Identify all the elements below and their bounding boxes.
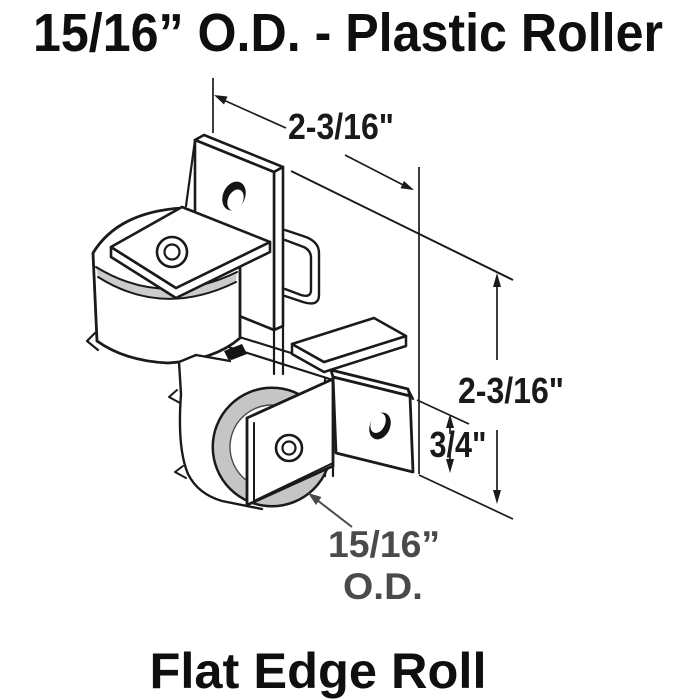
arrowhead <box>214 95 228 105</box>
roller-od-label-line2: O.D. <box>343 566 423 607</box>
shadow-wedge <box>224 344 247 361</box>
arrowhead <box>493 273 501 287</box>
page-title: 15/16” O.D. - Plastic Roller <box>33 3 663 63</box>
top-roller-tire-shading <box>96 267 237 299</box>
bottom-bracket-screw-hole <box>369 412 391 440</box>
top-bracket-screw-hole <box>222 181 246 211</box>
back-plate-top-edge <box>290 170 514 281</box>
arrowhead <box>446 414 454 428</box>
dimension-right-height <box>493 273 501 504</box>
arrowhead <box>400 181 414 190</box>
roller-od-label-line1: 15/16” <box>328 524 440 565</box>
arrowhead <box>308 493 322 505</box>
arrowhead <box>493 490 501 504</box>
bottom-axle-hub <box>274 433 304 463</box>
dimension-label-top-width: 2-3/16" <box>288 106 394 147</box>
top-roller-cap-plate <box>109 205 272 300</box>
top-axle-hub <box>155 235 189 269</box>
flat-mounting-tab <box>290 316 408 374</box>
dimension-label-right-height: 2-3/16" <box>458 370 564 411</box>
roller-assembly-drawing <box>85 133 415 511</box>
dimension-label-plate-height: 3/4" <box>430 424 487 465</box>
top-roller-assembly <box>85 133 285 376</box>
arrowhead <box>446 459 454 473</box>
footer-label: Flat Edge Roll <box>150 643 487 699</box>
dimension-top-width <box>212 78 420 474</box>
bottom-roller-assembly <box>168 353 415 511</box>
dimension-plate-height <box>416 399 514 520</box>
channel-bracket <box>283 228 321 305</box>
dimension-annotations <box>212 78 514 528</box>
roller-od-leader <box>308 493 353 528</box>
